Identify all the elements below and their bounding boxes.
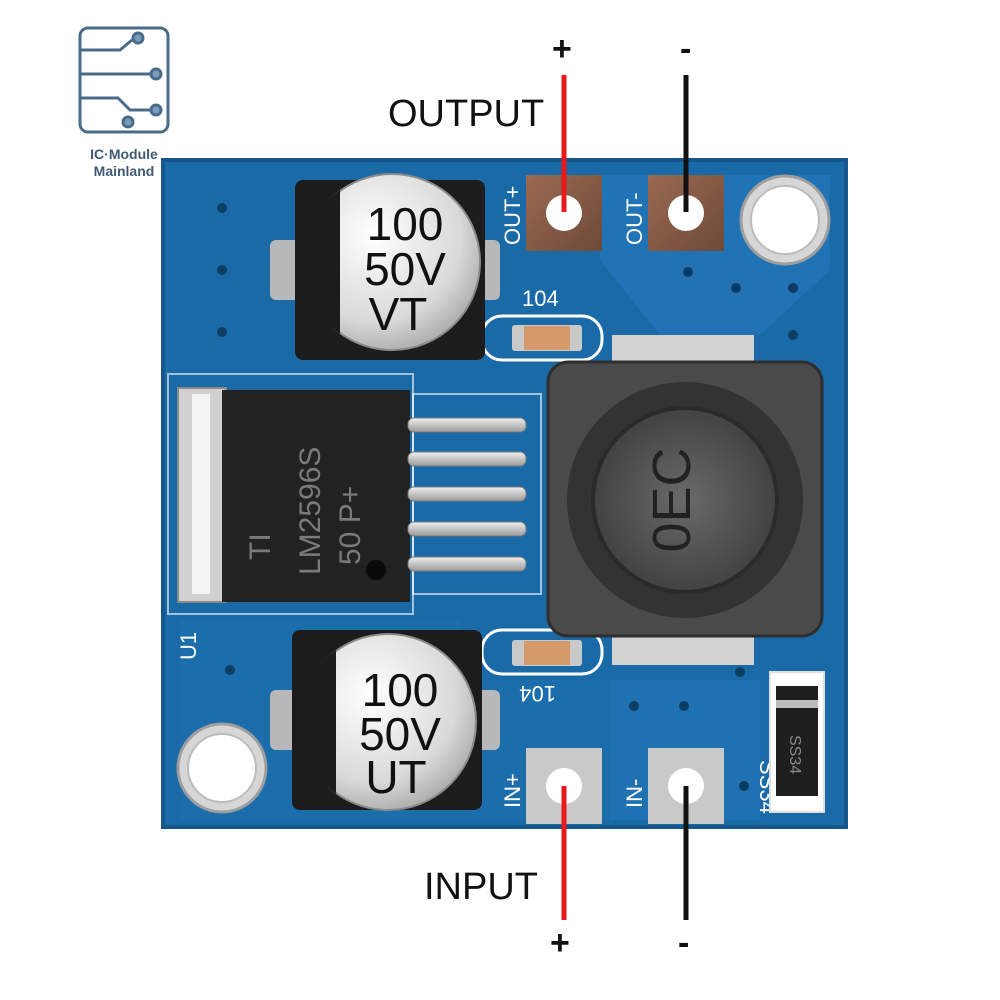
- smd-capacitor-top: [512, 325, 582, 351]
- input-minus-sign: -: [678, 924, 690, 962]
- diode-marking: SS34: [786, 735, 803, 774]
- electrolytic-capacitor-bottom: [270, 630, 500, 811]
- cap-bottom-voltage: 50V: [359, 708, 441, 760]
- output-plus-sign: +: [552, 30, 572, 68]
- silk-cap-top-code: 104: [522, 286, 559, 311]
- chip-brand: TI: [244, 533, 277, 560]
- regulator-chip: [177, 387, 527, 603]
- input-plus-sign: +: [550, 924, 570, 962]
- circuit-logo-icon: [78, 26, 170, 134]
- logo-line-1: IC·Module: [90, 146, 158, 162]
- silk-out-plus: OUT+: [500, 186, 525, 245]
- chip-part-number: LM2596S: [294, 447, 327, 575]
- electrolytic-capacitor-top: [270, 173, 500, 360]
- brand-logo-text: IC·Module Mainland: [78, 146, 170, 180]
- silk-out-minus: OUT-: [622, 192, 647, 245]
- silk-cap-bottom-code: 104: [519, 681, 556, 706]
- output-label: OUTPUT: [388, 93, 545, 135]
- output-minus-sign: -: [680, 30, 692, 68]
- chip-date-code: 50 P+: [334, 486, 367, 565]
- silk-in-minus: IN-: [622, 779, 647, 808]
- inductor: [546, 335, 824, 665]
- cap-top-value: 100: [367, 198, 444, 250]
- input-label: INPUT: [424, 866, 538, 908]
- silk-in-plus: IN+: [500, 773, 525, 808]
- inductor-marking: 0EC: [642, 447, 702, 552]
- cap-top-series: VT: [369, 288, 428, 340]
- schottky-diode: [769, 671, 825, 813]
- silk-u1: U1: [176, 632, 201, 660]
- cap-top-voltage: 50V: [364, 243, 446, 295]
- smd-capacitor-bottom: [512, 640, 582, 666]
- cap-bottom-series: UT: [365, 751, 426, 803]
- cap-bottom-value: 100: [362, 664, 439, 716]
- logo-line-2: Mainland: [93, 163, 155, 179]
